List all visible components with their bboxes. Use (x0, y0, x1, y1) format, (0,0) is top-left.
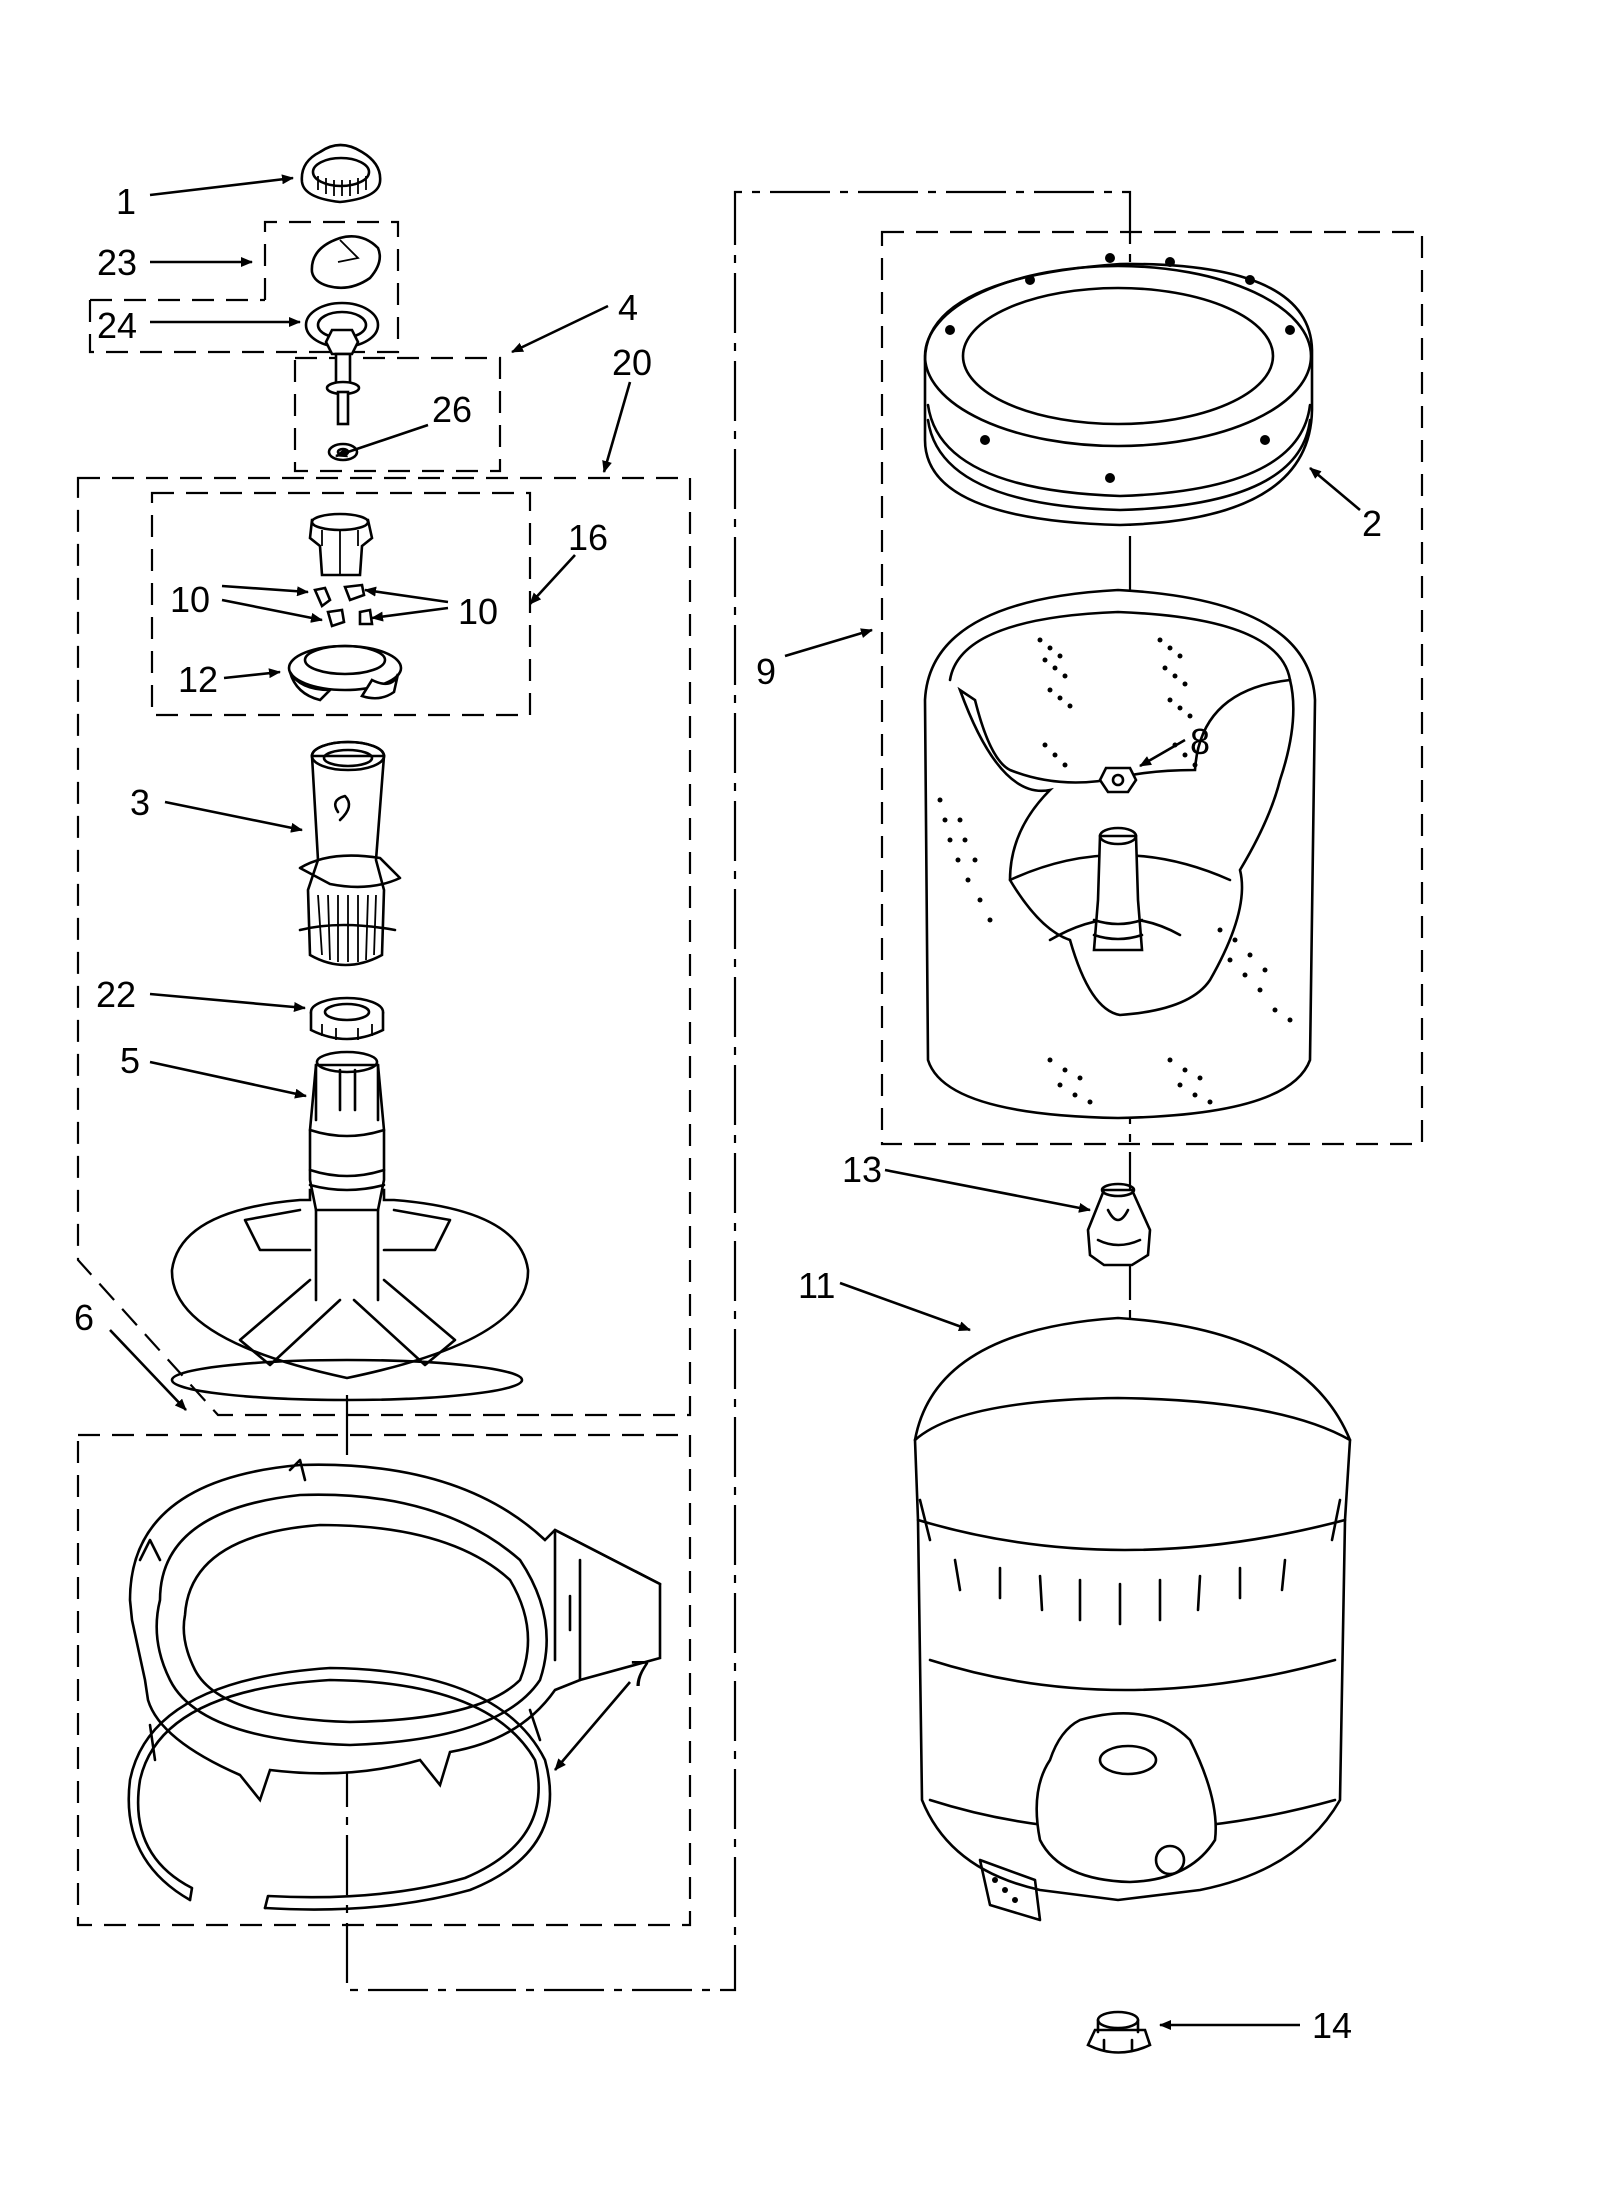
callout-14: 14 (1312, 2005, 1352, 2046)
callout-16: 16 (568, 517, 608, 558)
callout-13: 13 (842, 1149, 882, 1190)
part-3-auger (298, 740, 402, 967)
leader-lines (109, 174, 1361, 2030)
part-14-plug (1086, 2010, 1152, 2054)
callout-3: 3 (130, 782, 150, 823)
callout-24: 24 (97, 305, 137, 346)
callout-8: 8 (1190, 721, 1210, 762)
callout-11: 11 (798, 1265, 835, 1306)
box-24 (88, 298, 288, 354)
part-22-ring (309, 996, 385, 1041)
callout-7: 7 (630, 1653, 650, 1694)
part-7-clamp-ring (127, 1666, 552, 1911)
callout-9: 9 (756, 651, 776, 692)
part-24-seal (304, 301, 380, 349)
box-23 (263, 220, 400, 354)
basket-perforations (937, 637, 1293, 1105)
part-9-basket (923, 588, 1317, 1120)
callout-26: 26 (432, 389, 472, 430)
part-4-bolt (324, 328, 361, 462)
callout-1: 1 (116, 181, 136, 222)
callout-23: 23 (97, 242, 137, 283)
box-4 (293, 356, 502, 473)
part-23-cover (310, 235, 382, 290)
callout-4: 4 (618, 287, 638, 328)
part-6-tub-ring (128, 1458, 662, 1803)
callout-5: 5 (120, 1040, 140, 1081)
part-cap (300, 143, 382, 204)
callout-2: 2 (1362, 503, 1382, 544)
box-6 (76, 1433, 692, 1927)
callout-22: 22 (96, 974, 136, 1015)
part-16-dog-assembly (287, 512, 403, 702)
part-2-balance-ring (923, 253, 1314, 527)
callout-20: 20 (612, 342, 652, 383)
callout-labels: 1 23 24 4 20 26 16 10 10 12 3 22 5 6 7 8… (74, 181, 1382, 2046)
part-5-agitator-base (170, 1050, 530, 1402)
part-11-outer-tub (913, 1316, 1352, 1922)
callout-10-left: 10 (170, 579, 210, 620)
callout-10-right: 10 (458, 591, 498, 632)
part-13-hub (1086, 1182, 1152, 1267)
callout-6: 6 (74, 1297, 94, 1338)
callout-12: 12 (178, 659, 218, 700)
box-9 (880, 230, 1424, 1146)
box-20 (76, 476, 692, 1417)
